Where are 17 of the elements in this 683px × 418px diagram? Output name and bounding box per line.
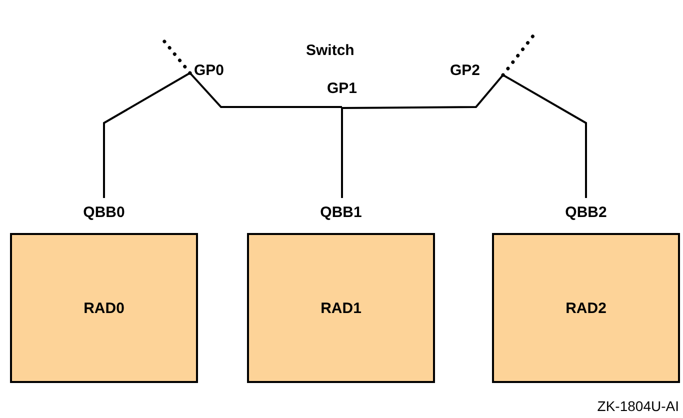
port-label: GP2 (450, 62, 480, 79)
module-box: RAD2 (492, 233, 680, 383)
port-label: GP1 (326, 80, 357, 97)
connector-line (103, 72, 190, 198)
connector-line (341, 108, 343, 198)
figure-id: ZK-1804U-AI (597, 398, 679, 414)
bus-label: QBB1 (320, 204, 362, 221)
connector-line (342, 74, 504, 109)
module-box: RAD0 (10, 233, 198, 383)
connector-line (189, 72, 342, 108)
connector-line (502, 74, 587, 198)
module-box: RAD1 (247, 233, 435, 383)
dotted-line (501, 34, 535, 77)
port-label: GP0 (194, 62, 224, 79)
switch-label: Switch (306, 42, 354, 59)
bus-label: QBB0 (83, 204, 125, 221)
bus-label: QBB2 (565, 204, 607, 221)
